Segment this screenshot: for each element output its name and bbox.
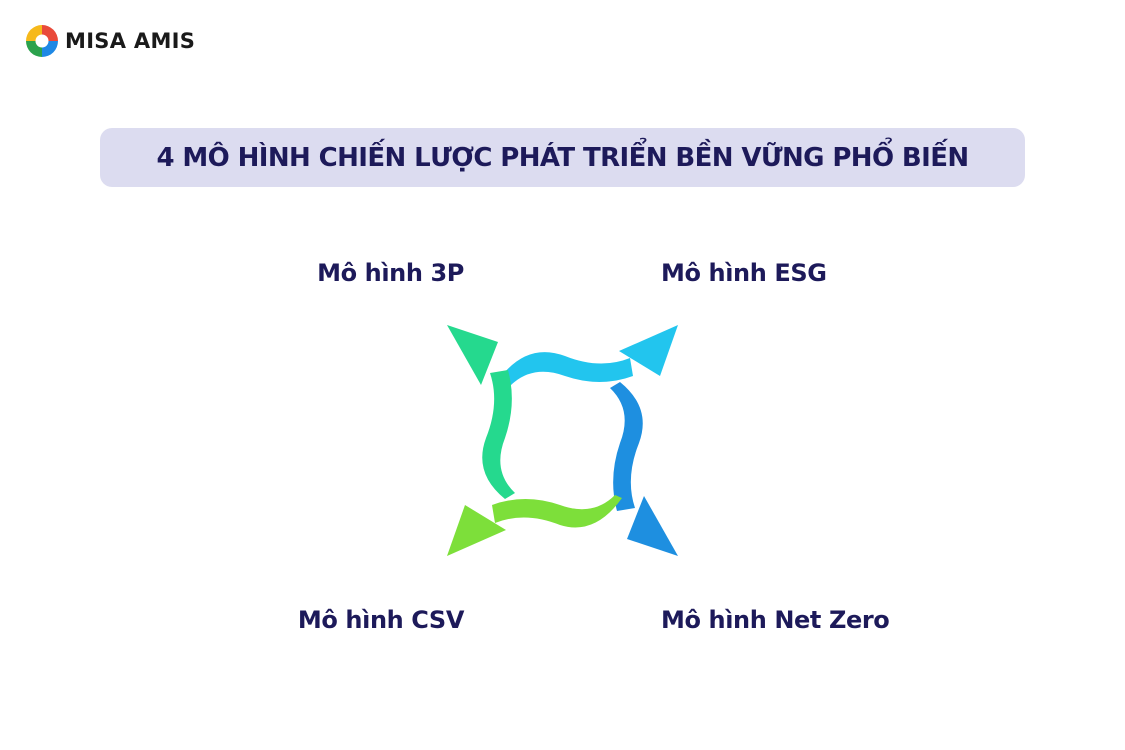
brand-name: MISA AMIS	[65, 29, 196, 53]
arrow-csv-body	[492, 495, 622, 528]
arrow-esg-head	[619, 325, 678, 376]
cycle-arrows-diagram	[447, 325, 678, 556]
page-title: 4 MÔ HÌNH CHIẾN LƯỢC PHÁT TRIỂN BỀN VỮNG…	[156, 142, 969, 173]
arrow-esg	[504, 325, 678, 386]
arrow-csv-head	[447, 505, 506, 556]
arrow-esg-body	[504, 352, 633, 386]
title-banner: 4 MÔ HÌNH CHIẾN LƯỢC PHÁT TRIỂN BỀN VỮNG…	[100, 128, 1025, 187]
brand-logo: MISA AMIS	[24, 22, 195, 60]
model-label-3p: Mô hình 3P	[317, 259, 464, 287]
model-label-net-zero: Mô hình Net Zero	[661, 606, 890, 634]
model-label-csv: Mô hình CSV	[297, 606, 464, 634]
arrow-3p	[447, 325, 515, 499]
arrow-csv	[447, 495, 622, 556]
misa-amis-ring-logo-icon	[26, 25, 58, 57]
arrow-net-zero-head	[627, 496, 678, 556]
arrow-net-zero	[610, 382, 678, 556]
model-label-esg: Mô hình ESG	[661, 259, 827, 287]
arrow-net-zero-body	[610, 382, 643, 511]
arrow-3p-head	[447, 325, 498, 385]
arrow-3p-body	[482, 370, 515, 499]
